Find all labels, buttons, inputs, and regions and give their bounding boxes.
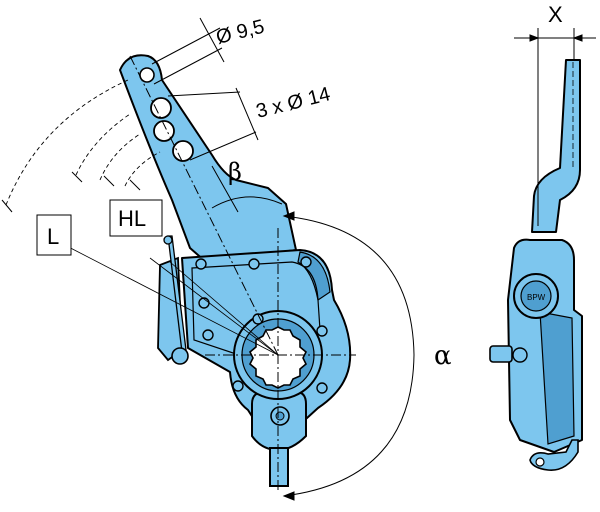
hl-lines [54,239,279,356]
front-view: Ø 9,5 3 x Ø 14 β α L HL [1,16,452,501]
side-lever-knob [171,347,189,365]
arm-hole [172,140,194,162]
bolt [248,258,260,270]
bolt [232,380,244,392]
label-box-hl [109,199,163,237]
yoke-pin-hole [275,411,285,421]
arm-hole [153,120,175,142]
width-x-label: X [548,2,563,27]
bolt [202,329,214,341]
label-box-l [36,214,72,256]
side-knob-cap [512,347,528,363]
logo-ring [520,280,552,312]
side-arm [531,59,581,233]
side-body-panel [539,311,575,445]
arm-hole [150,97,172,119]
bolt [198,297,210,309]
side-hook-eye [535,457,545,467]
side-view: BPW X [489,2,596,471]
hole-dimension-lines [151,17,259,161]
hl-label: HL [118,206,146,231]
center-lines [129,55,356,492]
side-lever-top [163,235,173,245]
radius-dimension-ticks [1,171,141,213]
bolt [316,382,328,394]
holes-spec-label: 3 x Ø 14 [254,83,333,123]
hole-diameter-label: Ø 9,5 [214,16,267,49]
lower-rod [269,447,289,487]
alpha-label: α [434,341,452,371]
bolt [195,258,207,270]
beta-label: β [228,158,242,186]
logo-mark: BPW [527,293,546,302]
x-dimension [514,28,596,226]
length-l-label: L [47,224,59,249]
arm-hole-small [139,67,155,83]
beta-angle [211,165,283,213]
bolt [316,325,328,337]
side-knob [489,345,513,363]
bolt [300,256,312,268]
radius-arcs [5,79,161,206]
alpha-angle [282,211,415,501]
